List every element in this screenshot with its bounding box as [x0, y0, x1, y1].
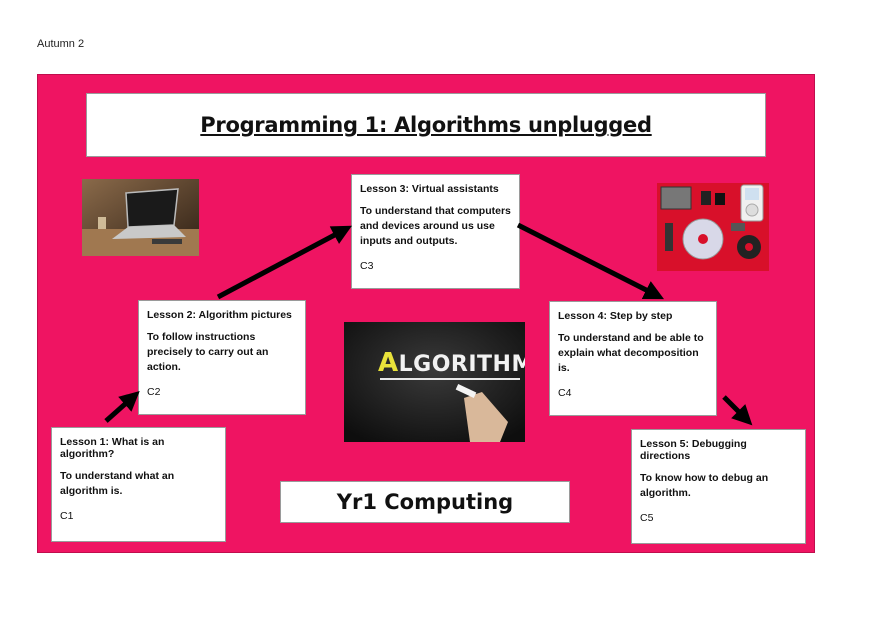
lesson-card-1: Lesson 1: What is an algorithm? To under…: [51, 427, 226, 542]
arrow-lesson1-to-lesson2: [104, 391, 140, 423]
lesson-card-3: Lesson 3: Virtual assistants To understa…: [351, 174, 520, 289]
lesson-objective: To understand and be able to explain wha…: [558, 332, 704, 374]
poster: Programming 1: Algorithms unplugged: [37, 74, 815, 553]
algorithm-first-letter: A: [378, 348, 399, 378]
arrow-lesson3-to-lesson4: [516, 222, 665, 300]
lesson-title: Lesson 5: Debugging directions: [640, 438, 747, 462]
subject-box: Yr1 Computing: [280, 481, 570, 523]
page-title: Programming 1: Algorithms unplugged: [200, 113, 652, 137]
gadgets-image: [657, 183, 769, 271]
lesson-code: C2: [147, 386, 161, 398]
algorithm-chalkboard-image: ALGORITHM: [344, 322, 525, 442]
lesson-title: Lesson 4: Step by step: [558, 310, 673, 322]
laptop-image: [82, 179, 199, 256]
lesson-objective: To understand what an algorithm is.: [60, 470, 175, 497]
lesson-card-2: Lesson 2: Algorithm pictures To follow i…: [138, 300, 306, 415]
connector-arrows: [104, 222, 753, 426]
lesson-code: C3: [360, 260, 374, 272]
algorithm-word: ALGORITHM: [378, 348, 525, 378]
lesson-code: C5: [640, 512, 654, 524]
lesson-objective: To understand that computers and devices…: [360, 205, 511, 247]
lesson-title: Lesson 2: Algorithm pictures: [147, 309, 292, 321]
lesson-title: Lesson 1: What is an algorithm?: [60, 436, 165, 460]
title-box: Programming 1: Algorithms unplugged: [86, 93, 766, 157]
lesson-code: C1: [60, 510, 74, 522]
algorithm-rest-letters: LGORITHM: [398, 352, 525, 377]
lesson-code: C4: [558, 387, 572, 399]
term-label: Autumn 2: [37, 38, 85, 50]
lesson-objective: To follow instructions precisely to carr…: [147, 331, 269, 373]
arrow-lesson4-to-lesson5: [722, 395, 753, 426]
lesson-objective: To know how to debug an algorithm.: [640, 472, 769, 499]
subject-title: Yr1 Computing: [336, 490, 514, 514]
lesson-card-5: Lesson 5: Debugging directions To know h…: [631, 429, 806, 544]
lesson-title: Lesson 3: Virtual assistants: [360, 183, 499, 195]
lesson-card-4: Lesson 4: Step by step To understand and…: [549, 301, 717, 416]
arrow-lesson2-to-lesson3: [216, 225, 352, 300]
